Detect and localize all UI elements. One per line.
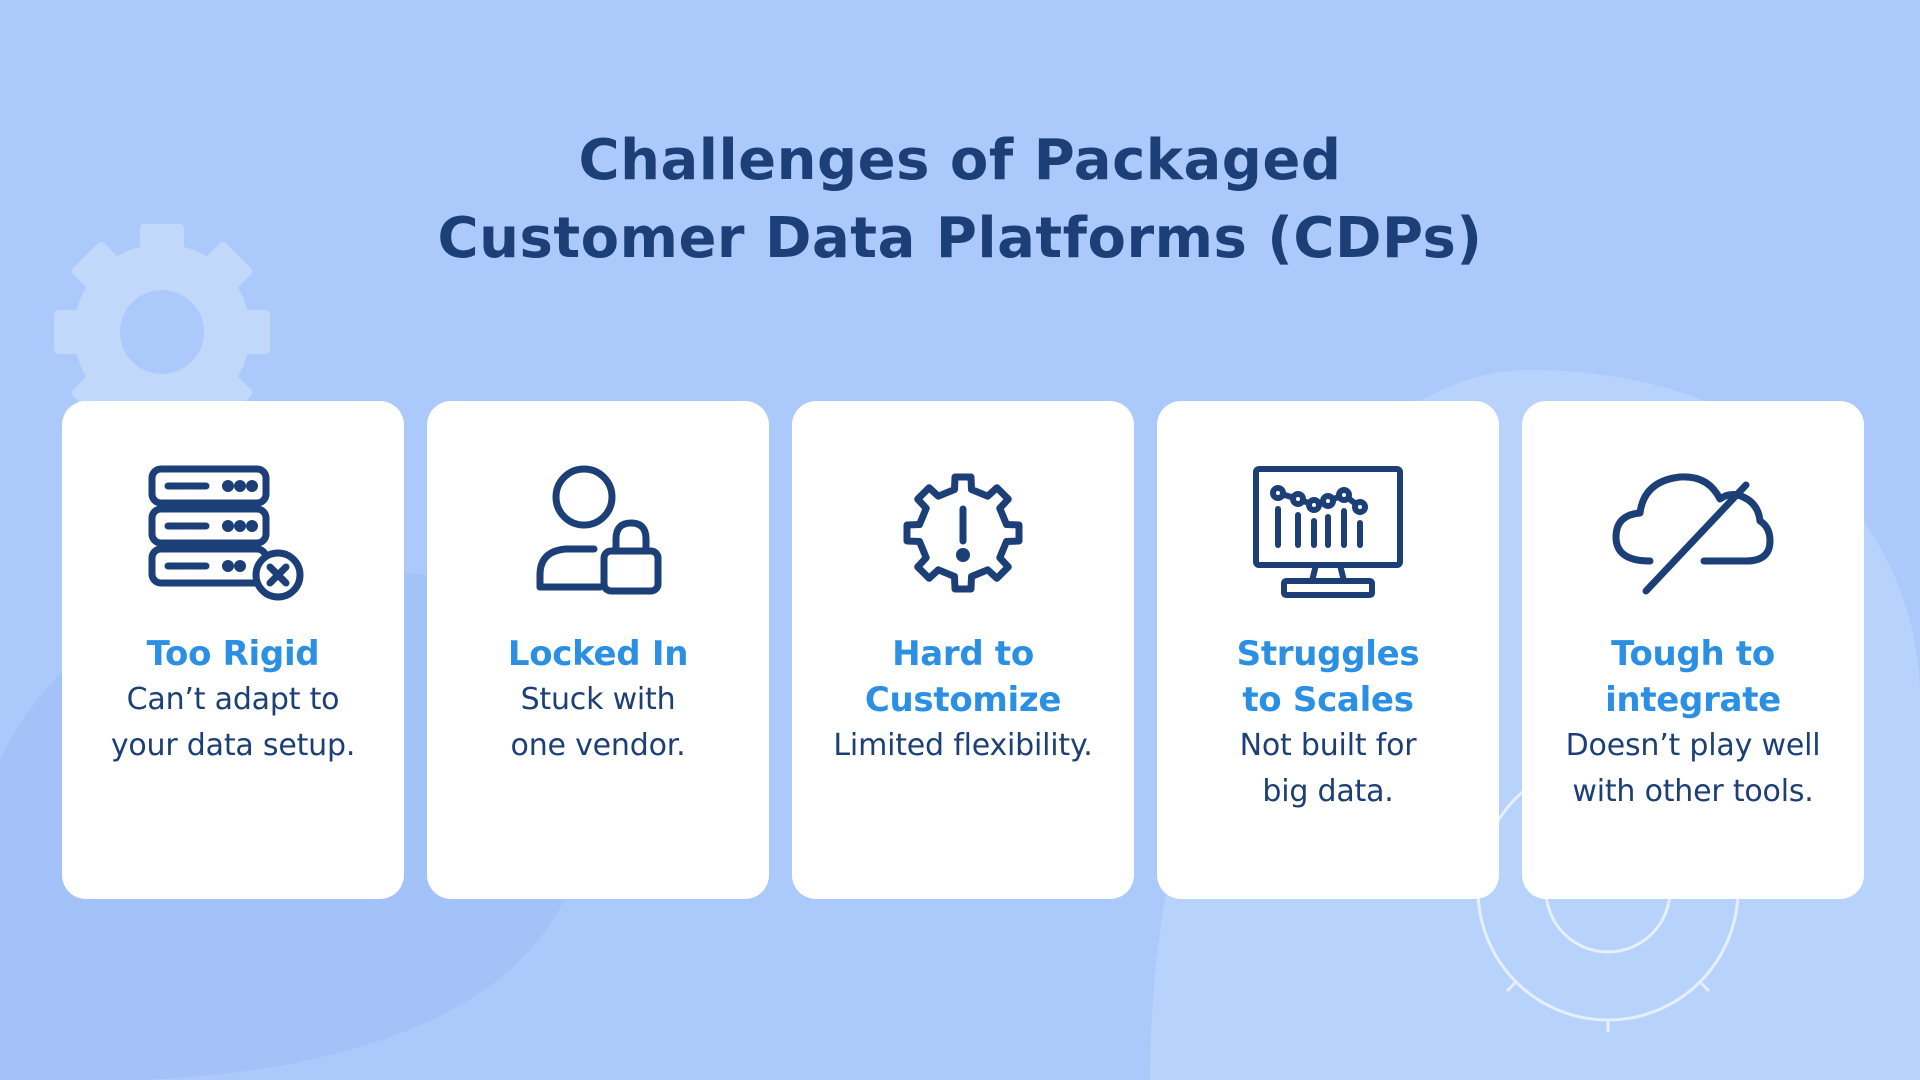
title-line-1: Challenges of Packaged (578, 128, 1342, 193)
description-line: with other tools. (1572, 774, 1814, 809)
monitor-chart-icon (1157, 463, 1499, 603)
card-description: Can’t adapt to your data setup. (62, 677, 404, 769)
description-line: Can’t adapt to (126, 682, 340, 717)
heading-line: Locked In (507, 634, 689, 674)
description-line: Not built for (1239, 728, 1417, 763)
card-locked-in: Locked In Stuck with one vendor. (427, 401, 769, 899)
card-heading: Locked In Stuck with one vendor. (427, 631, 769, 769)
heading-line: Too Rigid (146, 634, 320, 674)
card-description: Not built for big data. (1157, 723, 1499, 815)
description-line: Doesn’t play well (1565, 728, 1821, 763)
card-tough-to-integrate: Tough to integrate Doesn’t play well wit… (1522, 401, 1864, 899)
title-line-2: Customer Data Platforms (CDPs) (437, 206, 1483, 271)
card-description: Limited flexibility. (792, 723, 1134, 769)
card-struggles-to-scale: Struggles to Scales Not built for big da… (1157, 401, 1499, 899)
description-line: your data setup. (110, 728, 356, 763)
description-line: Limited flexibility. (833, 728, 1093, 763)
challenge-cards: Too Rigid Can’t adapt to your data setup… (62, 401, 1866, 899)
card-heading: Struggles to Scales Not built for big da… (1157, 631, 1499, 815)
description-line: Stuck with (520, 682, 676, 717)
heading-line: to Scales (1242, 680, 1414, 720)
server-error-icon (62, 463, 404, 603)
card-heading: Tough to integrate Doesn’t play well wit… (1522, 631, 1864, 815)
description-line: big data. (1262, 774, 1394, 809)
cloud-off-icon (1522, 463, 1864, 603)
card-heading: Hard to Customize Limited flexibility. (792, 631, 1134, 769)
card-description: Doesn’t play well with other tools. (1522, 723, 1864, 815)
user-lock-icon (427, 463, 769, 603)
gear-warning-icon (792, 463, 1134, 603)
card-heading: Too Rigid Can’t adapt to your data setup… (62, 631, 404, 769)
heading-line: Tough to (1611, 634, 1775, 674)
heading-line: integrate (1605, 680, 1781, 720)
page-title: Challenges of Packaged Customer Data Pla… (0, 122, 1920, 278)
card-too-rigid: Too Rigid Can’t adapt to your data setup… (62, 401, 404, 899)
heading-line: Struggles (1236, 634, 1420, 674)
heading-line: Customize (864, 680, 1062, 720)
card-hard-to-customize: Hard to Customize Limited flexibility. (792, 401, 1134, 899)
heading-line: Hard to (892, 634, 1034, 674)
description-line: one vendor. (510, 728, 686, 763)
card-description: Stuck with one vendor. (427, 677, 769, 769)
